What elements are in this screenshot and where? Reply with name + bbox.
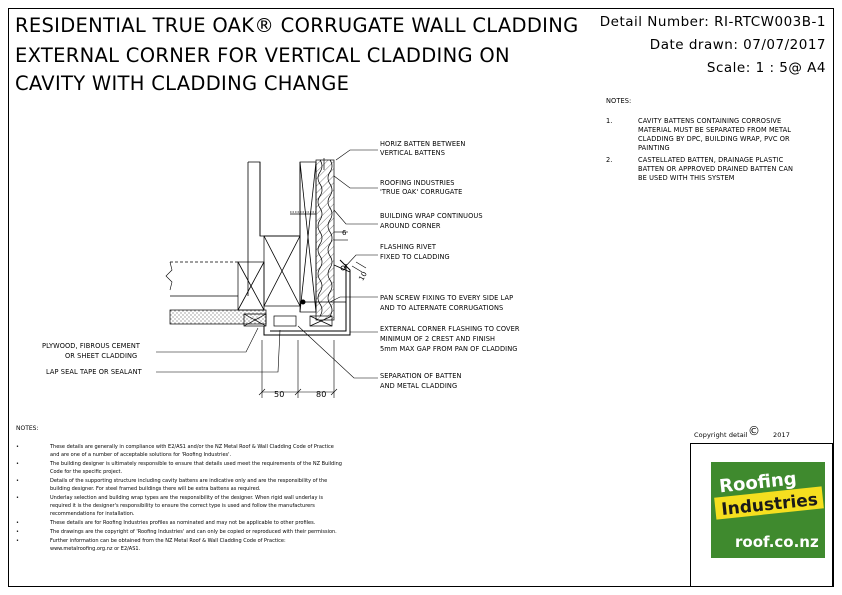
- note-4-l2: required it is the designer's responsibi…: [50, 503, 315, 509]
- note-bullet-3: •: [16, 478, 19, 484]
- note-4-l3: recommendations for installation.: [50, 511, 135, 517]
- note-7-l1: Further information can be obtained from…: [50, 538, 286, 544]
- label-plywood-l1: PLYWOOD, FIBROUS CEMENT: [42, 342, 140, 350]
- plywood-cladding: [169, 309, 333, 327]
- notes-top-item-2-l1: CASTELLATED BATTEN, DRAINAGE PLASTIC: [638, 156, 784, 164]
- fixings: [290, 211, 351, 273]
- note-4-l1: Underlay selection and building wrap typ…: [50, 495, 324, 501]
- title-line-3: CAVITY WITH CLADDING CHANGE: [15, 72, 350, 95]
- label-pan-screw-l2: AND TO ALTERNATE CORRUGATIONS: [380, 304, 504, 312]
- label-flashing-rivet-l2: FIXED TO CLADDING: [380, 253, 450, 261]
- notes-top-item-2-l3: BE USED WITH THIS SYSTEM: [638, 174, 735, 182]
- label-ext-corner-l2: MINIMUM OF 2 CREST AND FINISH: [380, 335, 496, 343]
- dimension-80: 80: [316, 390, 327, 399]
- drawing-scale: Scale: 1 : 5@ A4: [706, 60, 826, 76]
- note-6-l1: The drawings are the copyright of 'Roofi…: [50, 529, 337, 535]
- label-ext-corner-l1: EXTERNAL CORNER FLASHING TO COVER: [380, 325, 520, 333]
- notes-top-num-2: 2.: [606, 156, 613, 164]
- copyright-year: 2017: [773, 431, 790, 439]
- notes-bottom-heading: NOTES:: [16, 425, 39, 432]
- label-pan-screw-l1: PAN SCREW FIXING TO EVERY SIDE LAP: [380, 294, 514, 302]
- detail-number: Detail Number: RI-RTCW003B-1: [599, 14, 826, 30]
- corrugate-cladding: [315, 158, 335, 321]
- note-7-l2: www.metalroofing.org.nz or E2/AS1.: [50, 546, 141, 552]
- label-roofing-corrugate-l1: ROOFING INDUSTRIES: [380, 179, 455, 187]
- copyright-icon: ©: [748, 424, 761, 438]
- title-line-1: RESIDENTIAL TRUE OAK® CORRUGATE WALL CLA…: [15, 14, 579, 37]
- note-2-l2: Code for the specific project.: [50, 469, 123, 475]
- label-building-wrap-l2: AROUND CORNER: [380, 222, 441, 230]
- note-bullet-1: •: [16, 444, 19, 450]
- note-bullet-4: •: [16, 495, 19, 501]
- label-separation-l1: SEPARATION OF BATTEN: [380, 372, 462, 380]
- note-2-l1: The building designer is ultimately resp…: [50, 461, 342, 467]
- dimension-6: 6: [342, 229, 347, 237]
- roofing-industries-logo: Roofing Industries roof.co.nz: [711, 462, 825, 558]
- label-flashing-rivet-l1: FLASHING RIVET: [380, 243, 436, 251]
- leader-lines: [156, 149, 378, 398]
- logo-panel: Roofing Industries roof.co.nz: [690, 443, 833, 587]
- label-lap-seal: LAP SEAL TAPE OR SEALANT: [46, 368, 142, 376]
- note-bullet-2: •: [16, 461, 19, 467]
- dimension-50: 50: [274, 390, 285, 399]
- label-building-wrap-l1: BUILDING WRAP CONTINUOUS: [380, 212, 483, 220]
- note-bullet-7: •: [16, 538, 19, 544]
- title-line-2: EXTERNAL CORNER FOR VERTICAL CLADDING ON: [15, 44, 510, 67]
- notes-top-heading: NOTES:: [606, 97, 632, 105]
- logo-yellow-band: [714, 486, 824, 520]
- logo-url: roof.co.nz: [735, 533, 819, 551]
- note-1-l1: These details are generally in complianc…: [50, 444, 334, 450]
- notes-top-item-1-l2: MATERIAL MUST BE SEPARATED FROM METAL: [638, 126, 791, 134]
- note-3-l1: Details of the supporting structure incl…: [50, 478, 328, 484]
- note-5-l1: These details are for Roofing Industries…: [50, 520, 316, 526]
- notes-top-item-1-l1: CAVITY BATTENS CONTAINING CORROSIVE: [638, 117, 782, 125]
- note-bullet-6: •: [16, 529, 19, 535]
- label-ext-corner-l3: 5mm MAX GAP FROM PAN OF CLADDING: [380, 345, 518, 353]
- label-horiz-batten-l1: HORIZ BATTEN BETWEEN: [380, 140, 466, 148]
- note-bullet-5: •: [16, 520, 19, 526]
- label-horiz-batten-l2: VERTICAL BATTENS: [380, 149, 445, 157]
- wall-framing: [165, 161, 317, 313]
- label-separation-l2: AND METAL CLADDING: [380, 382, 458, 390]
- notes-top-num-1: 1.: [606, 117, 613, 125]
- note-1-l2: and are one of a number of acceptable so…: [50, 452, 232, 458]
- corner-flashing: [263, 259, 351, 336]
- notes-top-item-1-l4: PAINTING: [638, 144, 670, 152]
- label-roofing-corrugate-l2: 'TRUE OAK' CORRUGATE: [380, 188, 463, 196]
- note-3-l2: building designer. For steel framed buil…: [50, 486, 261, 492]
- label-plywood-l2: OR SHEET CLADDING: [65, 352, 138, 360]
- sheet-border: [8, 8, 834, 587]
- date-drawn: Date drawn: 07/07/2017: [649, 37, 826, 53]
- copyright-label: Copyright detail: [694, 431, 748, 439]
- notes-top-item-1-l3: CLADDING BY DPC, BUILDING WRAP, PVC OR: [638, 135, 790, 143]
- notes-top-item-2-l2: BATTEN OR APPROVED DRAINED BATTEN CAN: [638, 165, 794, 173]
